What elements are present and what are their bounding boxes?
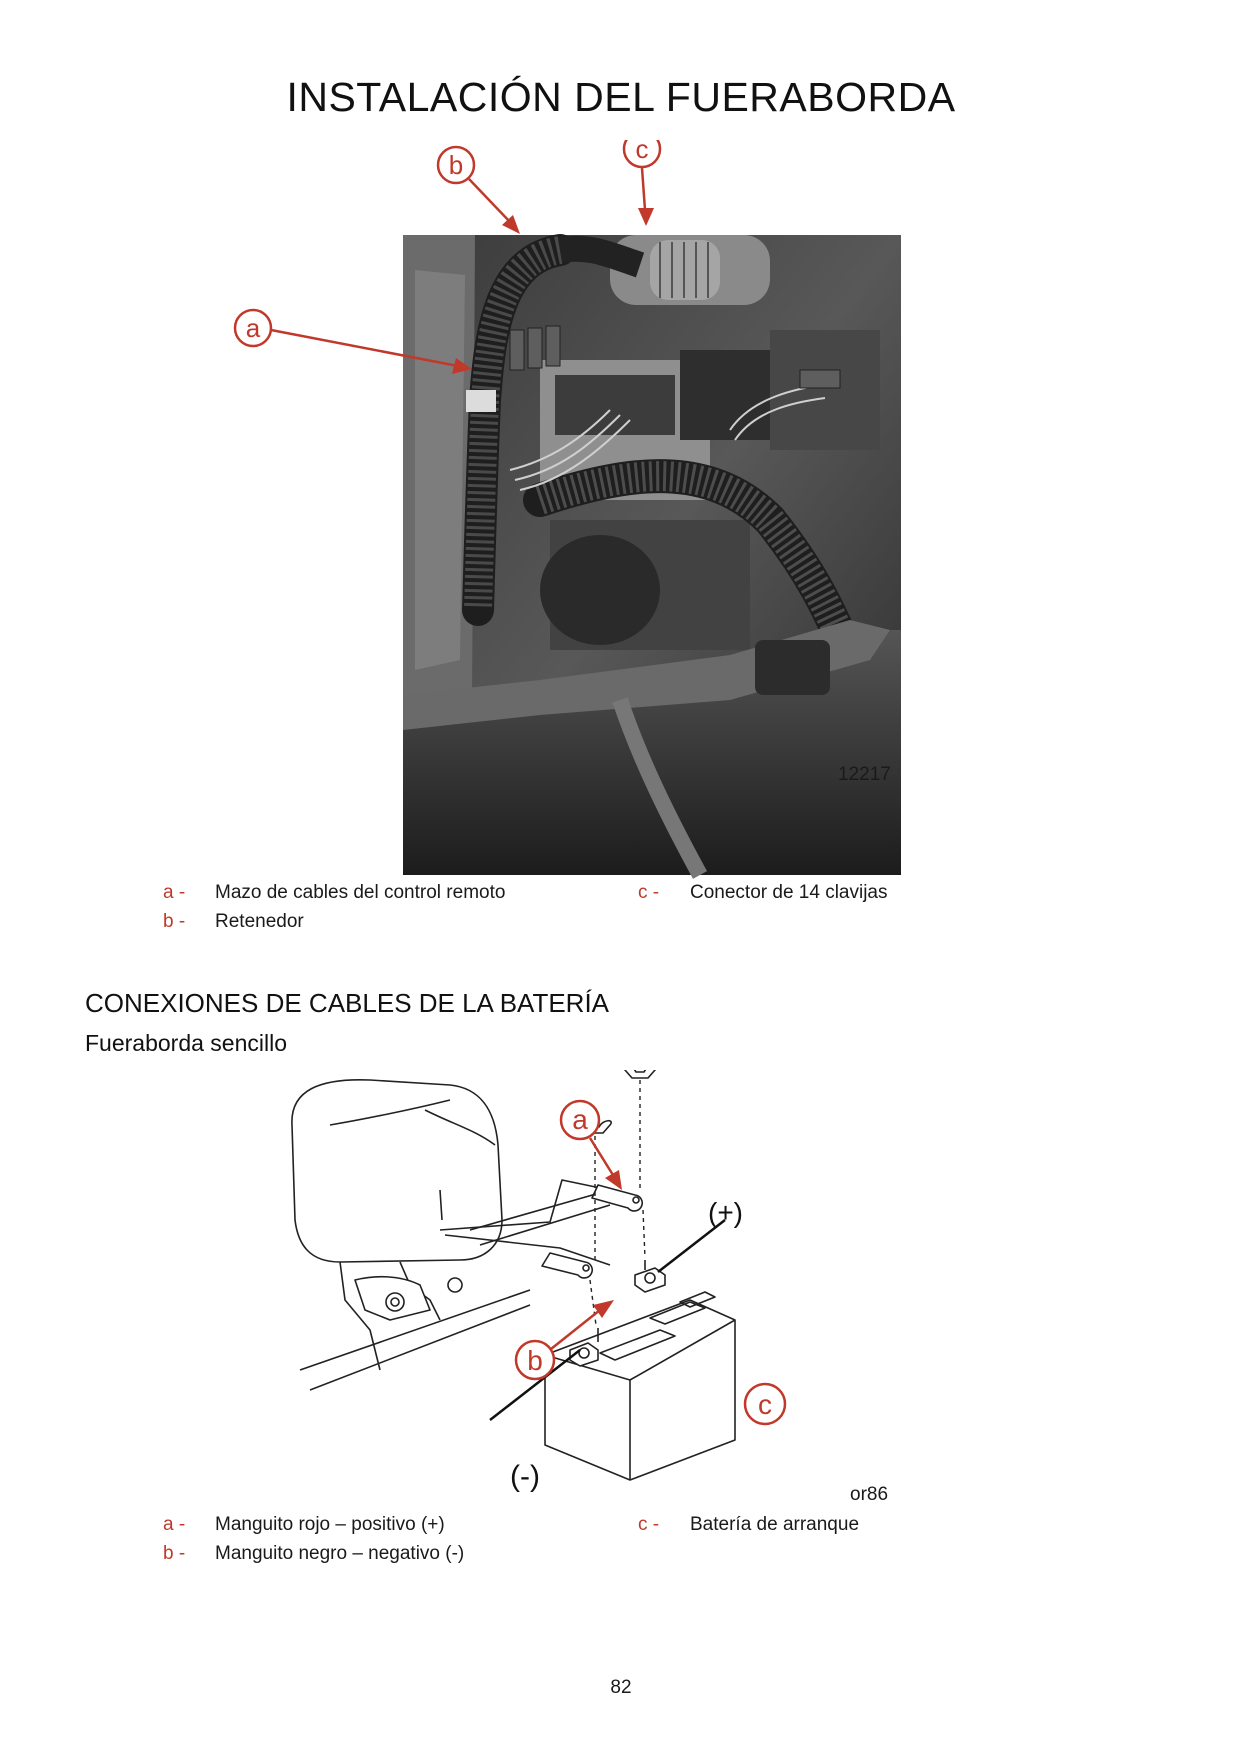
legend-text: Mazo de cables del control remoto [215, 882, 506, 903]
callout-c: c [743, 1382, 787, 1426]
legend-text: Manguito negro – negativo (-) [215, 1543, 465, 1564]
callout-a: a [233, 308, 472, 374]
battery-connection-diagram: (+) (-) or86 a b c [291, 1070, 888, 1505]
legend-item-c: c - Batería de arranque [638, 1514, 859, 1536]
wiring-harness-photo: 12217 a b c [233, 140, 901, 879]
callout-c-label: c [636, 140, 649, 164]
legend-text: Retenedor [215, 911, 304, 932]
callout-c: c [622, 140, 662, 226]
legend-text: Manguito rojo – positivo (+) [215, 1514, 445, 1535]
legend-key: c - [638, 882, 660, 903]
legend-item-b: b - Manguito negro – negativo (-) [163, 1543, 464, 1565]
legend-key: a - [163, 882, 186, 903]
negative-terminal-label: (-) [510, 1460, 540, 1493]
page-number: 82 [610, 1677, 632, 1698]
callout-a-label: a [572, 1104, 588, 1135]
callout-a-label: a [246, 313, 261, 343]
legend-text: Batería de arranque [690, 1514, 860, 1535]
legend-item-b: b - Retenedor [163, 911, 304, 933]
callout-c-label: c [758, 1389, 772, 1420]
section-subheading: Fueraborda sencillo [85, 1030, 288, 1056]
page-title: INSTALACIÓN DEL FUERABORDA [286, 74, 956, 120]
legend-item-a: a - Manguito rojo – positivo (+) [163, 1514, 445, 1536]
legend-item-c: c - Conector de 14 clavijas [638, 882, 888, 904]
legend-key: c - [638, 1514, 660, 1535]
section-heading: CONEXIONES DE CABLES DE LA BATERÍA [85, 988, 610, 1018]
legend-key: b - [163, 911, 186, 932]
legend-key: b - [163, 1543, 186, 1564]
figure1-number: 12217 [838, 764, 891, 785]
legend-key: a - [163, 1514, 186, 1535]
callout-b: b [436, 145, 520, 234]
positive-terminal-label: (+) [708, 1197, 743, 1228]
callout-b-label: b [527, 1345, 543, 1376]
figure2-number: or86 [850, 1484, 888, 1505]
callout-b: b [514, 1300, 614, 1381]
legend-item-a: a - Mazo de cables del control remoto [163, 882, 505, 904]
callout-a: a [559, 1099, 622, 1190]
callout-b-label: b [449, 150, 463, 180]
legend-text: Conector de 14 clavijas [690, 882, 888, 903]
